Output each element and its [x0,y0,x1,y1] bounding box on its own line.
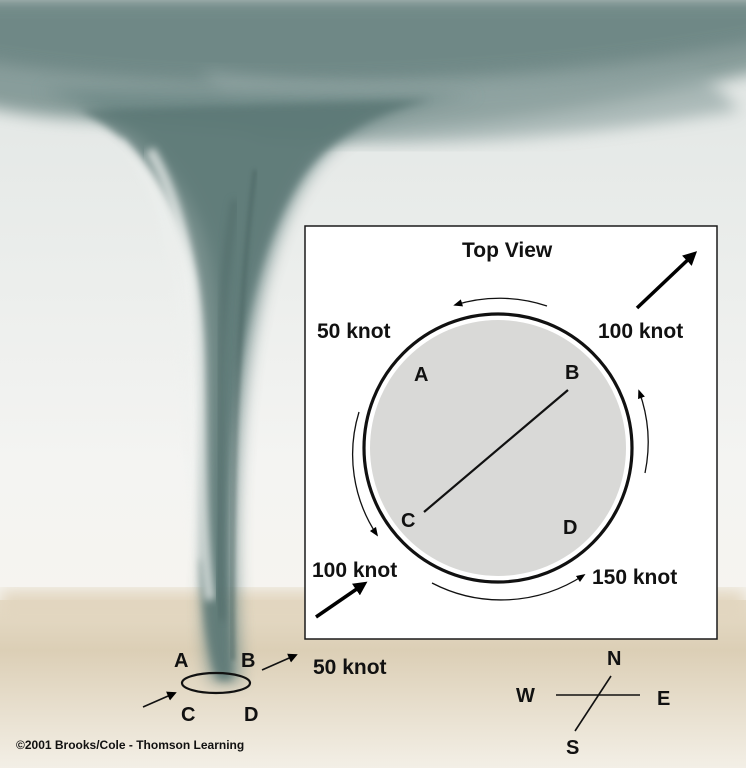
copyright-notice: ©2001 Brooks/Cole - Thomson Learning [16,738,245,752]
wind-label-northeast: 100 knot [598,320,684,343]
wind-label-southwest: 100 knot [312,559,398,582]
diameter-line [423,389,569,513]
ground-point-c: C [181,704,196,726]
ground-motion-arrow [261,653,298,671]
inset-point-d: D [563,517,578,539]
ground-point-a: A [174,650,189,672]
wind-label-southeast: 150 knot [592,566,678,589]
ground-vortex-ring [180,671,252,695]
tornado-funnel [40,90,480,682]
inset-title: Top View [462,239,553,262]
compass-south: S [566,737,580,759]
inset-point-a: A [414,364,429,386]
vortex-ring [362,312,634,584]
inset-point-c: C [401,510,416,532]
ground-point-d: D [244,704,259,726]
compass-north: N [607,648,622,670]
compass [556,675,640,732]
ground-point-b: B [241,650,256,672]
ground-motion-label: 50 knot [313,656,387,679]
compass-east: E [657,688,671,710]
wind-label-northwest: 50 knot [317,320,391,343]
inset-point-b: B [565,362,580,384]
circulation-arrows [352,297,649,601]
compass-west: W [516,685,535,707]
wind-arrow-northeast [635,251,698,310]
wind-arrow-southwest [315,581,368,619]
ground-inflow-arrow [142,691,177,708]
